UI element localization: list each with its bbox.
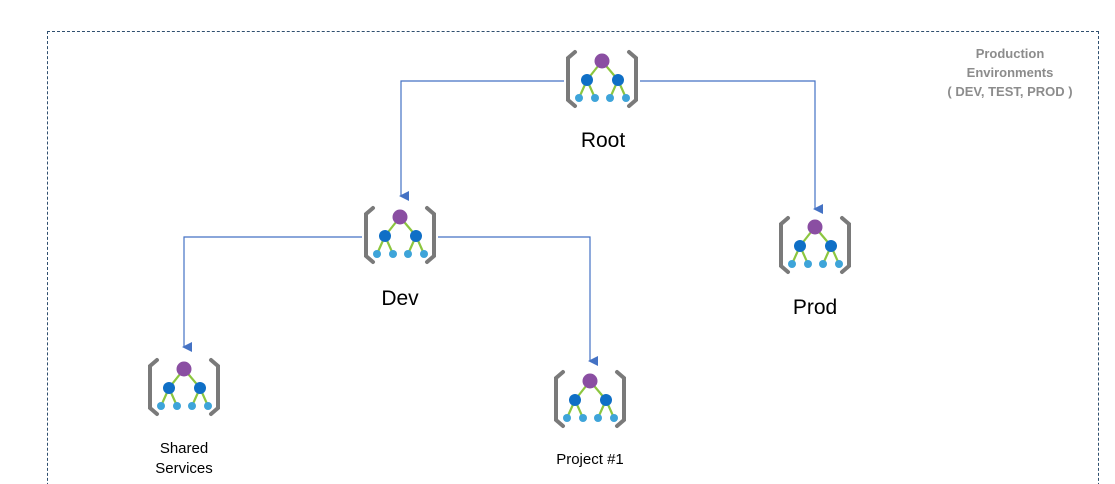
management-group-icon — [554, 370, 626, 428]
management-group-icon — [364, 206, 436, 264]
node-label-prod: Prod — [792, 296, 838, 319]
environment-title: Production Environments ( DEV, TEST, PRO… — [940, 44, 1080, 101]
node-label-root: Root — [580, 129, 626, 152]
node-label-shared-line1: Shared — [159, 440, 209, 457]
management-group-icon — [566, 50, 638, 108]
node-label-project1: Project #1 — [556, 451, 624, 468]
connector-root-dev — [399, 80, 564, 201]
node-label-shared-line2: Services — [155, 460, 213, 477]
connector-dev-project1 — [438, 236, 598, 366]
environment-title-line3: ( DEV, TEST, PROD ) — [947, 84, 1073, 99]
node-label-shared-services: Shared Services — [134, 439, 234, 479]
environment-title-line2: Environments — [966, 65, 1054, 80]
connector-root-prod — [640, 80, 823, 214]
environment-title-line1: Production — [975, 46, 1045, 61]
node-label-dev: Dev — [381, 287, 419, 310]
connector-dev-shared — [182, 236, 362, 352]
management-group-icon — [779, 216, 851, 274]
management-group-icon — [148, 358, 220, 416]
environment-boundary — [47, 31, 1099, 484]
